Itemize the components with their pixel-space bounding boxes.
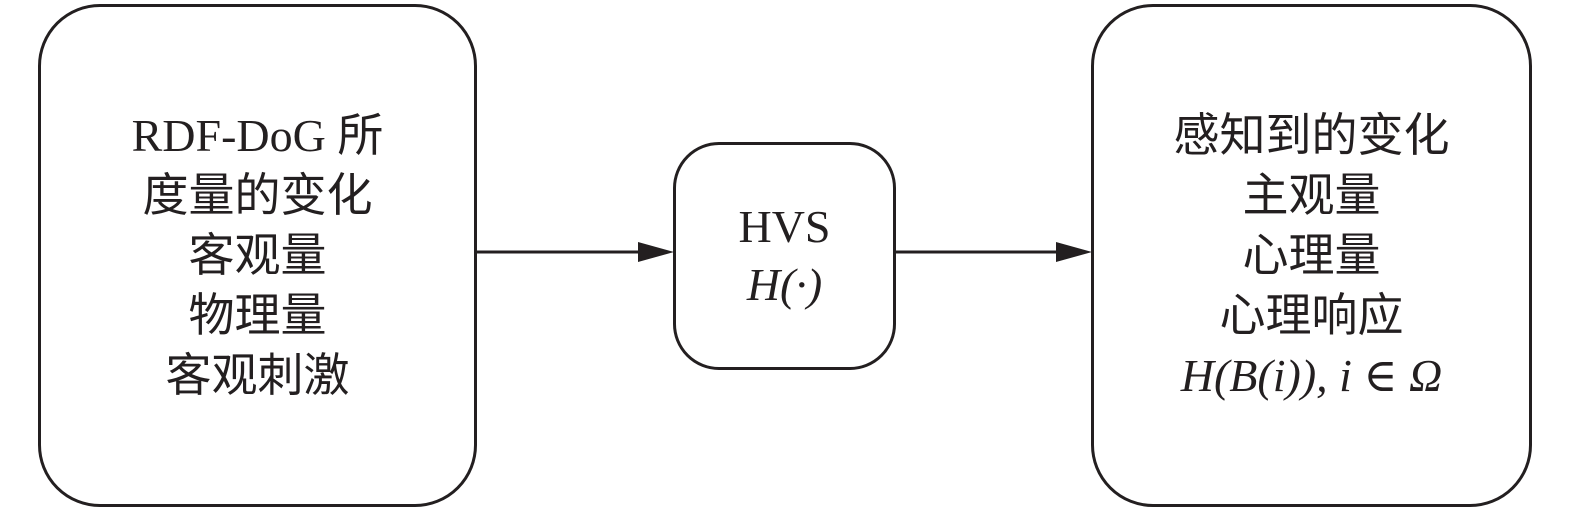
arrow-hvs-to-right: [896, 242, 1092, 262]
right-box-formula: H(B(i)), i ∈ Ω: [1180, 349, 1443, 401]
left-box-line-3: 客观量: [188, 229, 327, 281]
arrow-head-2: [1056, 242, 1092, 262]
perceived-change-box: 感知到的变化 主观量 心理量 心理响应 H(B(i)), i ∈ Ω: [1091, 4, 1532, 507]
right-box-line-1: 感知到的变化: [1173, 109, 1450, 161]
left-box-line-4: 物理量: [188, 289, 327, 341]
left-box-line-1: RDF-DoG 所: [131, 109, 384, 161]
left-box-line-2: 度量的变化: [142, 169, 373, 221]
hvs-box: HVS H(·): [673, 142, 896, 370]
objective-stimulus-box: RDF-DoG 所 度量的变化 客观量 物理量 客观刺激: [38, 4, 477, 507]
right-box-line-4: 心理响应: [1219, 289, 1404, 341]
hvs-label: HVS: [738, 201, 831, 252]
right-box-line-2: 主观量: [1242, 169, 1381, 221]
left-box-line-5: 客观刺激: [165, 349, 350, 401]
arrow-head-1: [638, 242, 674, 262]
arrow-left-to-hvs: [477, 242, 674, 262]
hvs-function-label: H(·): [746, 259, 823, 310]
right-box-line-3: 心理量: [1242, 229, 1381, 281]
